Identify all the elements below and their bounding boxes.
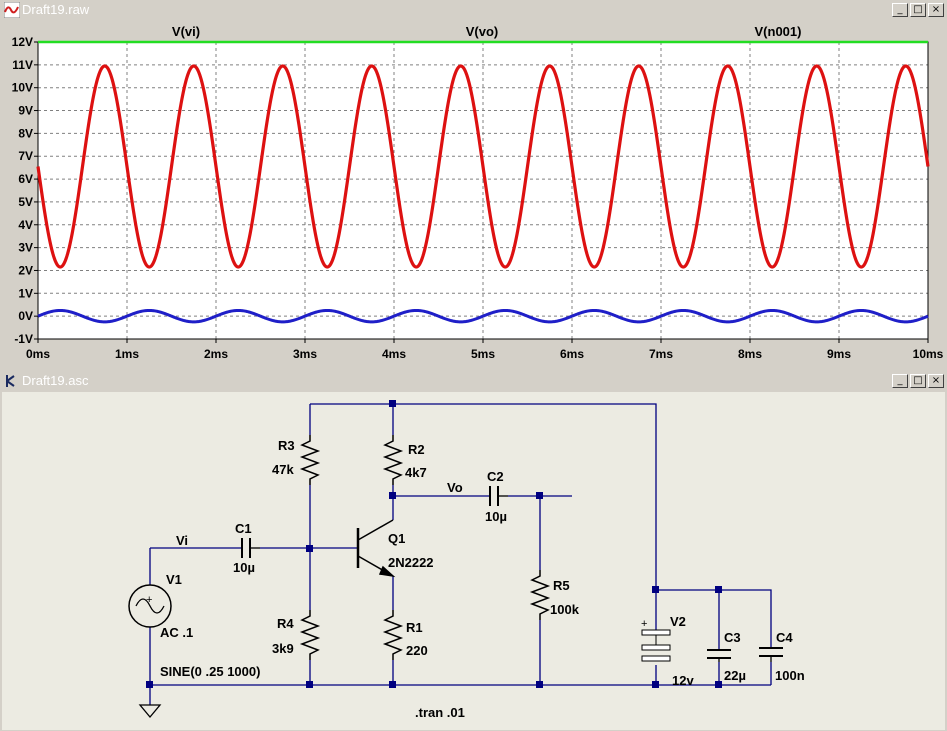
schematic-canvas[interactable]: + + R3 47k R2 4k7 (2, 392, 945, 730)
v2-value[interactable]: 12v (672, 673, 694, 688)
legend-vi[interactable]: V(vi) (172, 24, 200, 39)
x-tick-label: 1ms (115, 347, 139, 361)
y-tick-label: 6V (18, 172, 33, 186)
series-vo-line[interactable] (36, 64, 930, 269)
r5-value[interactable]: 100k (550, 602, 580, 617)
schematic-window-title: Draft19.asc (22, 373, 89, 388)
x-tick-label: 10ms (913, 347, 944, 361)
c2-name[interactable]: C2 (487, 469, 504, 484)
junction-dots (146, 400, 722, 688)
q1-value[interactable]: 2N2222 (388, 555, 434, 570)
r1-value[interactable]: 220 (406, 643, 428, 658)
v2-name[interactable]: V2 (670, 614, 686, 629)
y-tick-label: 4V (18, 218, 33, 232)
capacitors (241, 486, 783, 662)
waveform-chart[interactable]: 12V 11V 10V 9V 8V 7V 6V 5V 4V 3V 2V 1V 0V -1V 0ms 1ms 2… (0, 20, 947, 368)
x-tick-label: 2ms (204, 347, 228, 361)
y-tick-label: 7V (18, 149, 33, 163)
c3-value[interactable]: 22µ (724, 668, 746, 683)
y-tick-label: 10V (12, 81, 33, 95)
waveform-app-icon (4, 2, 20, 18)
waveform-window: Draft19.raw _ □ × 12V 11V 10V 9V 8V 7V 6V 5V 4V 3… (0, 0, 947, 368)
x-axis-ticks: 0ms 1ms 2ms 3ms 4ms 5ms 6ms 7ms 8ms 9ms 10ms (26, 339, 944, 361)
v1-source-symbol: + (128, 584, 172, 628)
svg-text:+: + (146, 594, 152, 606)
schematic-titlebar[interactable]: Draft19.asc _ □ × (0, 371, 947, 391)
net-label-vo[interactable]: Vo (447, 480, 463, 495)
waveform-titlebar[interactable]: Draft19.raw _ □ × (0, 0, 947, 20)
plot-series (36, 40, 930, 324)
y-tick-label: 8V (18, 126, 33, 140)
r2-symbol (382, 435, 404, 485)
v1-name[interactable]: V1 (166, 572, 182, 587)
x-tick-label: 0ms (26, 347, 50, 361)
component-labels: R3 47k R2 4k7 Vo C2 10µ Vi C1 10µ Q1 2N2… (160, 438, 805, 720)
minimize-button[interactable]: _ (892, 374, 908, 388)
schematic-app-icon (6, 375, 15, 387)
r1-name[interactable]: R1 (406, 620, 423, 635)
v1-source[interactable]: SINE(0 .25 1000) (160, 664, 260, 679)
x-tick-label: 4ms (382, 347, 406, 361)
c4-value[interactable]: 100n (775, 668, 805, 683)
v2-battery-symbol: + (641, 618, 671, 662)
y-tick-label: 5V (18, 195, 33, 209)
c2-value[interactable]: 10µ (485, 509, 507, 524)
maximize-button[interactable]: □ (910, 374, 926, 388)
minimize-button[interactable]: _ (892, 3, 908, 17)
q1-transistor-symbol (356, 519, 396, 578)
r3-symbol (299, 435, 321, 485)
schematic-window: Draft19.asc _ □ × (0, 371, 947, 731)
y-tick-label: 11V (12, 58, 33, 72)
x-tick-label: 7ms (649, 347, 673, 361)
x-tick-label: 6ms (560, 347, 584, 361)
c1-name[interactable]: C1 (235, 521, 252, 536)
svg-text:+: + (641, 618, 647, 630)
x-tick-label: 8ms (738, 347, 762, 361)
c4-name[interactable]: C4 (776, 630, 793, 645)
r2-value[interactable]: 4k7 (405, 465, 427, 480)
r3-name[interactable]: R3 (278, 438, 295, 453)
y-tick-label: 9V (18, 104, 33, 118)
x-tick-label: 5ms (471, 347, 495, 361)
x-tick-label: 3ms (293, 347, 317, 361)
r5-symbol (529, 570, 551, 620)
maximize-button[interactable]: □ (910, 3, 926, 17)
y-tick-label: 2V (18, 263, 33, 277)
y-tick-label: 12V (12, 35, 33, 49)
close-button[interactable]: × (928, 374, 944, 388)
y-tick-label: 3V (18, 241, 33, 255)
legend-vo[interactable]: V(vo) (466, 24, 499, 39)
q1-name[interactable]: Q1 (388, 531, 405, 546)
x-tick-label: 9ms (827, 347, 851, 361)
r4-symbol (299, 610, 321, 660)
close-button[interactable]: × (928, 3, 944, 17)
resistors (299, 435, 551, 660)
r2-name[interactable]: R2 (408, 442, 425, 457)
c1-value[interactable]: 10µ (233, 560, 255, 575)
r3-value[interactable]: 47k (272, 462, 294, 477)
y-tick-label: -1V (14, 332, 33, 346)
r4-name[interactable]: R4 (277, 616, 294, 631)
net-label-vi[interactable]: Vi (176, 533, 188, 548)
r5-name[interactable]: R5 (553, 578, 570, 593)
series-vi-line[interactable] (37, 308, 929, 324)
spice-directive[interactable]: .tran .01 (415, 705, 465, 720)
c3-name[interactable]: C3 (724, 630, 741, 645)
y-tick-label: 0V (18, 309, 33, 323)
y-axis-ticks: 12V 11V 10V 9V 8V 7V 6V 5V 4V 3V 2V 1V 0V -1V (12, 35, 38, 346)
waveform-window-title: Draft19.raw (22, 2, 90, 17)
r1-symbol (382, 610, 404, 660)
v1-value[interactable]: AC .1 (160, 625, 193, 640)
legend-n001[interactable]: V(n001) (755, 24, 802, 39)
y-tick-label: 1V (18, 286, 33, 300)
ground-symbol (138, 704, 162, 719)
r4-value[interactable]: 3k9 (272, 641, 294, 656)
